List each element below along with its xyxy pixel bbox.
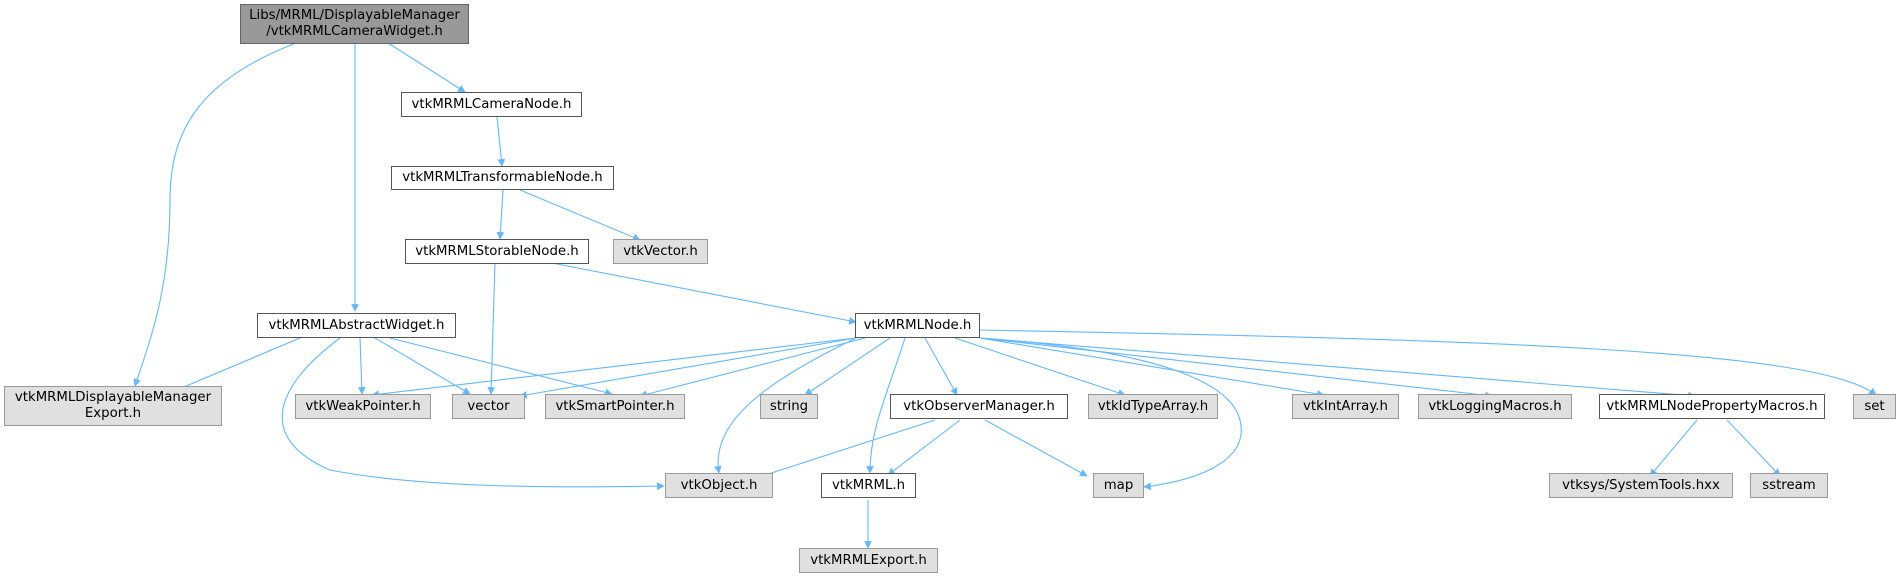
edge-widget-to-vector	[374, 337, 471, 395]
node-abstract-widget[interactable]: vtkMRMLAbstractWidget.h	[257, 313, 456, 338]
node-string: string	[760, 394, 818, 419]
edge-node-to-string	[804, 337, 891, 396]
node-label-line1: vtkMRMLDisplayableManager	[14, 390, 212, 405]
node-label-line1: Libs/MRML/DisplayableManager	[249, 8, 460, 23]
edge-node-to-map	[979, 337, 1242, 490]
node-vtkidtypearray: vtkIdTypeArray.h	[1088, 394, 1218, 419]
node-property-macros[interactable]: vtkMRMLNodePropertyMacros.h	[1599, 394, 1825, 419]
edge-root-to-camera-node	[387, 42, 466, 93]
node-vtkvector: vtkVector.h	[613, 239, 708, 264]
edge-observer-to-map	[984, 419, 1088, 477]
node-vtksmartpointer: vtkSmartPointer.h	[545, 394, 685, 419]
edge-observer-to-vtkmrml	[887, 419, 961, 476]
node-mrml-export: vtkMRMLExport.h	[799, 548, 938, 573]
node-label-line2: /vtkMRMLCameraWidget.h	[266, 24, 443, 39]
node-observer-manager[interactable]: vtkObserverManager.h	[890, 394, 1068, 419]
node-vtkmrmlcamerawidget-h: Libs/MRML/DisplayableManager /vtkMRMLCam…	[240, 4, 469, 44]
edge-camera-to-transformable	[496, 116, 506, 167]
edge-node-to-id-type-array	[954, 337, 1126, 397]
node-map: map	[1093, 473, 1144, 498]
node-storable-node[interactable]: vtkMRMLStorableNode.h	[405, 239, 589, 264]
edge-widget-to-smart-pointer	[389, 337, 613, 397]
edge-node-to-weak-pointer	[371, 337, 857, 399]
edge-widget-to-displayable-export	[171, 337, 301, 393]
node-transformable-node[interactable]: vtkMRMLTransformableNode.h	[391, 166, 614, 190]
edge-storable-to-mrml-node	[551, 262, 857, 325]
edge-node-to-set	[979, 329, 1877, 396]
node-vtkobject: vtkObject.h	[665, 473, 773, 498]
node-vector: vector	[452, 394, 525, 419]
node-sstream: sstream	[1750, 473, 1828, 498]
edge-transformable-to-storable	[496, 189, 505, 240]
edge-node-to-smart-pointer	[639, 337, 866, 398]
edge-transformable-to-vtkvector	[519, 189, 641, 241]
edge-storable-to-vector	[487, 262, 496, 395]
edge-property-macros-to-system-tools	[1649, 419, 1698, 477]
node-vtkweakpointer: vtkWeakPointer.h	[295, 394, 431, 419]
edge-node-to-vector	[519, 337, 857, 399]
edge-observer-to-vtkobject	[755, 419, 936, 480]
edge-node-to-logging-macros	[979, 337, 1493, 400]
node-vtkintarray: vtkIntArray.h	[1292, 394, 1399, 419]
node-system-tools: vtksys/SystemTools.hxx	[1549, 473, 1733, 498]
node-vtkloggingmacros: vtkLoggingMacros.h	[1418, 394, 1572, 419]
node-camera-node[interactable]: vtkMRMLCameraNode.h	[401, 92, 582, 117]
node-mrml-node[interactable]: vtkMRMLNode.h	[855, 313, 980, 338]
edge-widget-to-weak-pointer	[357, 337, 366, 395]
node-set: set	[1853, 394, 1896, 419]
edge-node-to-property-macros	[979, 337, 1696, 400]
node-vtkmrml[interactable]: vtkMRML.h	[821, 473, 916, 498]
edge-node-to-vtkmrml	[866, 337, 906, 474]
edge-root-to-displayable-export	[133, 42, 297, 387]
node-label-line2: Export.h	[84, 406, 142, 421]
edge-node-to-observer-manager	[924, 337, 958, 396]
edge-property-macros-to-sstream	[1726, 419, 1781, 477]
edge-node-to-int-array	[979, 337, 1325, 398]
edge-widget-to-vtkobject	[281, 337, 665, 490]
node-displayable-manager-export: vtkMRMLDisplayableManager Export.h	[4, 386, 222, 426]
edge-node-to-vtkobject	[714, 337, 857, 474]
